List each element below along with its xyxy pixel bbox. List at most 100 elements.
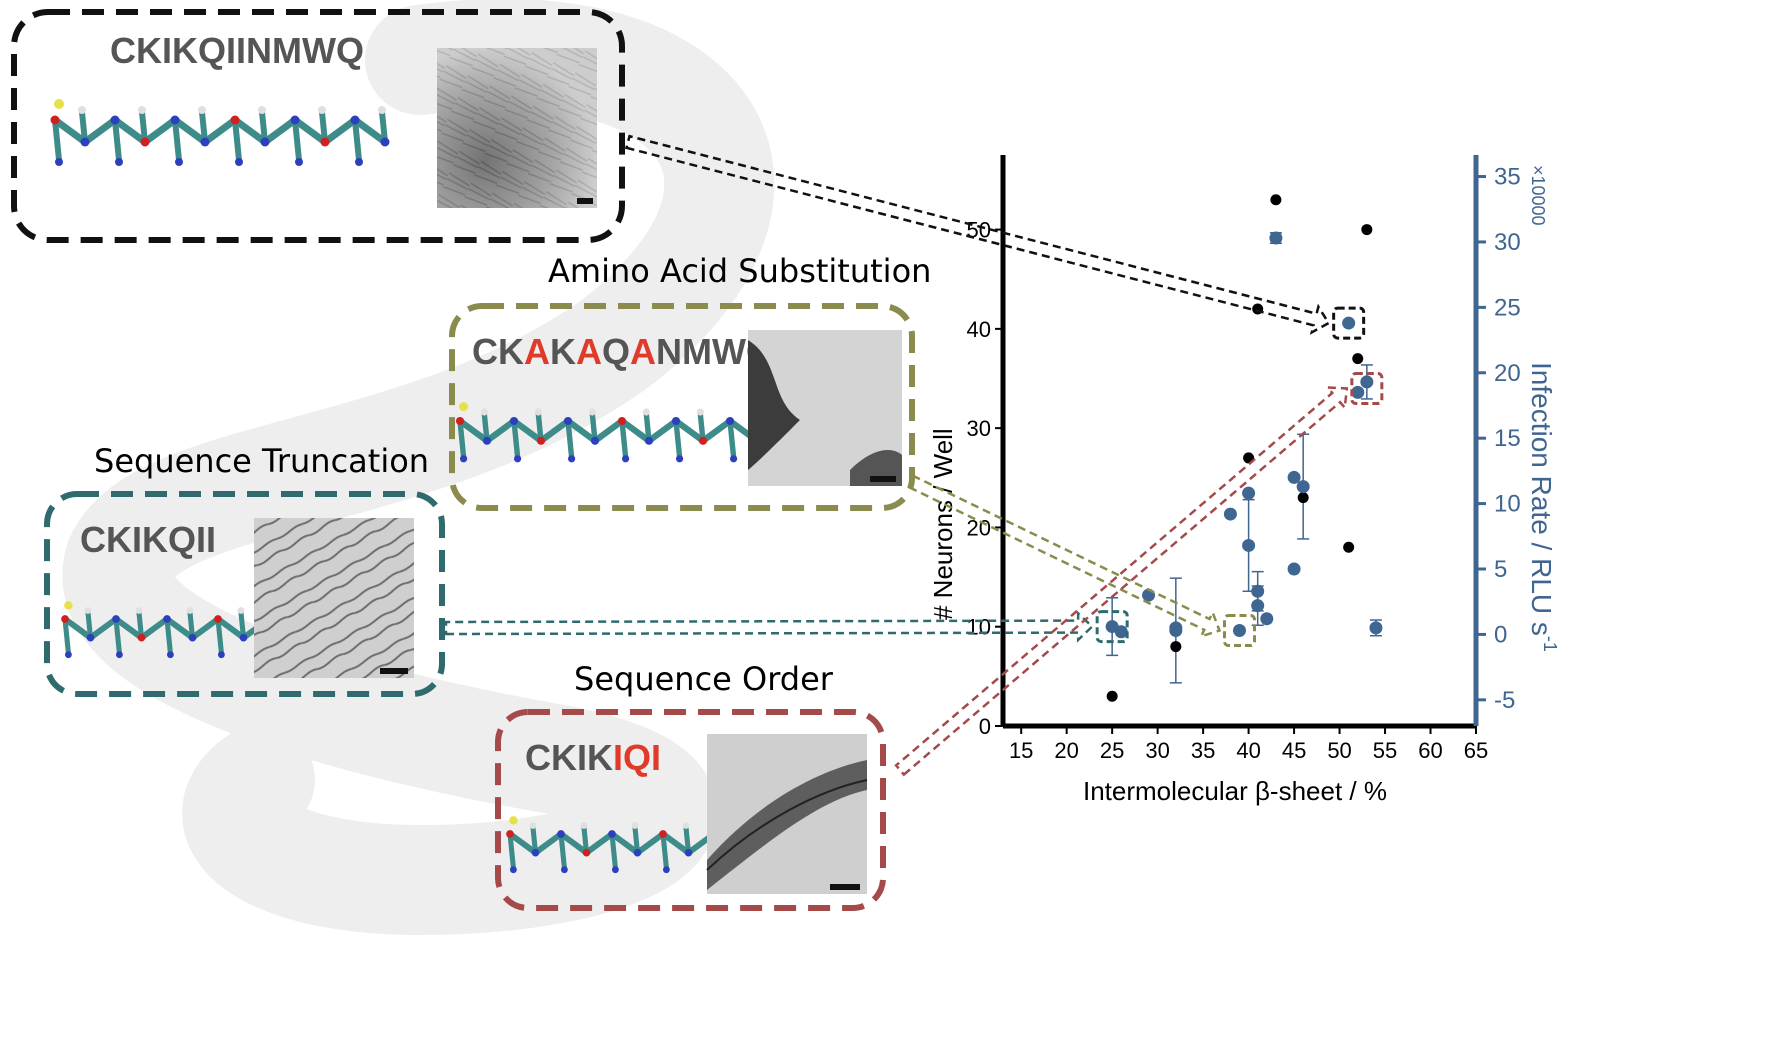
panel-substitution-sequence: CKAKAQANMWQ xyxy=(472,331,774,372)
molecule-bond xyxy=(292,117,302,163)
molecule-bond xyxy=(189,616,221,641)
molecule-bond xyxy=(591,417,626,444)
molecule-bond xyxy=(261,116,299,146)
infection-rate-point xyxy=(1251,599,1265,613)
panel-truncation-border xyxy=(44,491,445,697)
molecule-atom xyxy=(676,455,684,463)
infection-rate-point xyxy=(1114,625,1128,639)
molecule-atom xyxy=(506,830,514,838)
panel-substitution-border xyxy=(449,303,915,511)
molecule-atom xyxy=(459,402,469,412)
panel-truncation-sequence: CKIKQII xyxy=(80,519,216,560)
molecule-atom xyxy=(536,436,546,445)
infection-rate-point xyxy=(1287,470,1301,484)
molecule-bond xyxy=(697,411,706,444)
molecule-atom xyxy=(568,455,576,463)
molecule-bond xyxy=(634,831,666,856)
neuron-count-point xyxy=(1361,224,1373,236)
y-right-tick-label: 10 xyxy=(1494,491,1521,518)
molecule-bond xyxy=(113,616,145,641)
molecule-atom xyxy=(258,106,266,114)
molecule-bond xyxy=(619,418,629,460)
connector-arrow-order xyxy=(894,386,1349,777)
molecule-bond xyxy=(52,117,62,163)
molecule-atom xyxy=(65,651,72,659)
molecule-atom xyxy=(115,158,123,166)
x-tick-label: 65 xyxy=(1464,738,1488,763)
molecule-atom xyxy=(378,106,386,114)
y-left-tick-label: 40 xyxy=(967,317,991,342)
molecule-bond xyxy=(537,417,572,444)
molecule-atom xyxy=(663,866,670,874)
molecule-atom xyxy=(186,607,194,614)
panel-truncation-micrograph xyxy=(254,518,414,678)
molecule-bond xyxy=(683,824,692,856)
molecule-atom xyxy=(590,436,600,445)
molecule-atom xyxy=(84,607,92,614)
molecule-bond xyxy=(112,117,122,163)
molecule-bond xyxy=(643,411,652,444)
x-tick-label: 50 xyxy=(1327,738,1351,763)
molecule-atom xyxy=(671,416,681,426)
neuron-count-point xyxy=(1297,492,1309,504)
molecule-bond xyxy=(699,417,734,444)
molecule-atom xyxy=(86,633,95,642)
molecule-atom xyxy=(480,408,488,416)
molecule-bond xyxy=(351,116,389,146)
highlight-box-truncation xyxy=(1095,610,1129,644)
molecule-bond xyxy=(259,109,268,145)
molecule-atom xyxy=(112,615,120,623)
molecule-atom xyxy=(116,651,123,659)
x-tick-label: 40 xyxy=(1236,738,1260,763)
molecule-atom xyxy=(239,633,248,642)
highlight-box-substitution xyxy=(1223,613,1256,647)
molecule-atom xyxy=(140,137,150,147)
molecule-atom xyxy=(531,848,540,857)
molecule-bond xyxy=(199,109,208,145)
molecule-bond xyxy=(609,831,618,871)
molecule-atom xyxy=(510,866,517,874)
y-right-tick-label: 30 xyxy=(1494,229,1521,256)
molecule-bond xyxy=(238,609,247,641)
y-right-tick-label: 5 xyxy=(1494,556,1507,583)
connector-arrow-top xyxy=(624,134,1331,335)
molecule-bond xyxy=(379,109,388,145)
y-left-tick-label: 50 xyxy=(967,218,991,243)
highlight-box-order xyxy=(1350,371,1384,405)
chart-highlights xyxy=(1095,306,1384,647)
molecule-atom xyxy=(509,816,518,825)
molecule-bond xyxy=(171,116,209,146)
y-right-tick-label: 25 xyxy=(1494,294,1521,321)
molecule-bond xyxy=(138,616,170,641)
panel-substitution-micrograph xyxy=(748,330,902,486)
molecule-bond xyxy=(558,831,567,871)
molecule-atom xyxy=(725,416,735,426)
neuron-count-point xyxy=(1343,541,1355,553)
molecule-atom xyxy=(78,106,86,114)
molecule-bond xyxy=(62,616,71,656)
y-right-multiplier: ×10000 xyxy=(1528,165,1548,226)
panel-top-sequence: CKIKQIINMWQ xyxy=(110,30,364,71)
molecule-bond xyxy=(215,616,247,641)
molecule-bond xyxy=(291,116,329,146)
molecule-bond xyxy=(583,831,615,856)
molecule-atom xyxy=(617,416,627,426)
molecule-bond xyxy=(558,831,590,856)
molecule-atom xyxy=(631,822,639,829)
molecule-bond xyxy=(321,116,359,146)
molecule-bond xyxy=(85,609,94,641)
y-left-tick-label: 30 xyxy=(967,416,991,441)
y-right-tick-label: 15 xyxy=(1494,425,1521,452)
molecule-bond xyxy=(507,831,539,856)
molecule-atom xyxy=(167,651,174,659)
panel-substitution-title: Amino Acid Substitution xyxy=(548,252,931,290)
molecule-atom xyxy=(622,455,630,463)
molecule-atom xyxy=(582,848,591,857)
molecule-atom xyxy=(557,830,565,838)
molecule-atom xyxy=(188,633,197,642)
panel-truncation-title: Sequence Truncation xyxy=(94,442,429,480)
molecule-atom xyxy=(320,137,330,147)
molecule-atom xyxy=(580,822,588,829)
molecule-bond xyxy=(81,116,119,146)
